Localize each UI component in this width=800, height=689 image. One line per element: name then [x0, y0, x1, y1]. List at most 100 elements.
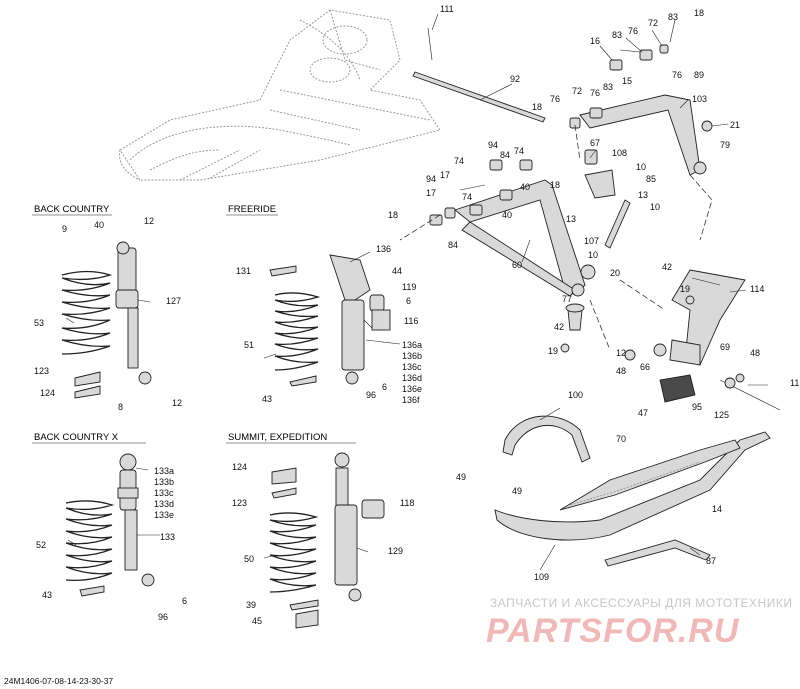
- callouts: 111 92 16 83 76 72 83 18 76 89 15 83 76 …: [34, 4, 799, 626]
- section-back-country-x: BACK COUNTRY X: [32, 432, 146, 444]
- callout: 6: [406, 296, 411, 306]
- callout: 127: [166, 296, 181, 306]
- callout: 67: [590, 138, 600, 148]
- callout: 18: [532, 102, 542, 112]
- callout: 74: [462, 192, 472, 202]
- callout: 92: [510, 74, 520, 84]
- spindle-114: [669, 269, 746, 366]
- callout: 76: [590, 88, 600, 98]
- callout: 16: [590, 36, 600, 46]
- callout: 136b: [402, 351, 422, 361]
- section-back-country: BACK COUNTRY: [32, 204, 112, 216]
- callout: 114: [750, 284, 764, 294]
- spring-50: [269, 512, 319, 593]
- callout: 74: [514, 146, 524, 156]
- callout: 40: [94, 220, 104, 230]
- callout: 13: [638, 190, 648, 200]
- watermark-brand: PARTSFOR.RU: [486, 612, 740, 650]
- callout: 11: [790, 378, 799, 388]
- callout: 10: [636, 162, 646, 172]
- callout: 69: [720, 342, 730, 352]
- callout: 53: [34, 318, 44, 328]
- callout: 125: [714, 410, 729, 420]
- callout: 13: [566, 214, 576, 224]
- callout: 136: [376, 244, 391, 254]
- callout: 52: [36, 540, 46, 550]
- ski-stopper-47: [659, 374, 696, 403]
- callout: 72: [572, 86, 582, 96]
- callout: 129: [388, 546, 403, 556]
- strap-39: [289, 599, 319, 611]
- callout: 96: [158, 612, 168, 622]
- callout: 15: [622, 76, 632, 86]
- callout: 10: [650, 202, 660, 212]
- callout: 83: [603, 82, 613, 92]
- callout: 133b: [154, 477, 174, 487]
- callout: 107: [584, 236, 599, 246]
- callout: 43: [42, 590, 52, 600]
- connection-lines: [399, 124, 713, 351]
- callout: 83: [612, 30, 622, 40]
- ski-109: [494, 431, 771, 541]
- callout: 43: [262, 394, 272, 404]
- callout: 87: [706, 556, 716, 566]
- ball-joint-77: [565, 303, 585, 331]
- ghost-frame-illustration: [119, 9, 441, 181]
- callout: 18: [550, 180, 560, 190]
- callout: 100: [568, 390, 583, 400]
- callout: 136c: [402, 362, 422, 372]
- callout: 124: [232, 462, 247, 472]
- callout: 19: [548, 346, 558, 356]
- callout: 40: [502, 210, 512, 220]
- callout: 133: [160, 532, 175, 542]
- callout: 40: [520, 182, 530, 192]
- strap-43a: [289, 375, 317, 387]
- callout: 108: [612, 148, 627, 158]
- callout: 76: [550, 94, 560, 104]
- callout: 133a: [154, 466, 174, 476]
- callout: 49: [456, 472, 466, 482]
- tie-rod-92: [412, 71, 546, 123]
- callout: 94: [488, 140, 498, 150]
- callout: 8: [118, 402, 123, 412]
- watermark: ЗАПЧАСТИ И АКСЕССУАРЫ ДЛЯ МОТОТЕХНИКИ PA…: [486, 596, 792, 650]
- callout: 49: [512, 486, 522, 496]
- strap-131: [269, 265, 297, 277]
- callout: 60: [512, 260, 522, 270]
- callout: 103: [692, 94, 707, 104]
- callout: 94: [426, 174, 436, 184]
- shock-133: [117, 453, 155, 587]
- callout: 14: [712, 504, 722, 514]
- callout: 19: [680, 284, 690, 294]
- callout: 72: [648, 18, 658, 28]
- callout: 6: [182, 596, 187, 606]
- strap-43b: [79, 585, 105, 597]
- callout: 133c: [154, 488, 174, 498]
- callout: 18: [388, 210, 398, 220]
- callout: 47: [638, 408, 648, 418]
- document-id: 24M1406-07-08-14-23-30-37: [4, 676, 113, 686]
- callout: 17: [440, 170, 450, 180]
- callout: 21: [730, 120, 740, 130]
- callout: 123: [34, 366, 49, 376]
- leader-lines: [65, 13, 768, 571]
- callout: 70: [616, 434, 626, 444]
- callout: 118: [400, 498, 414, 508]
- section-freeride: FREERIDE: [226, 204, 278, 216]
- callout: 136e: [402, 384, 422, 394]
- callout: 136a: [402, 340, 422, 350]
- callout: 74: [454, 156, 464, 166]
- callout: 83: [668, 12, 678, 22]
- spring-51: [274, 292, 321, 371]
- section-title-back-country: BACK COUNTRY: [34, 204, 110, 215]
- callout: 79: [720, 140, 730, 150]
- callout: 42: [554, 322, 564, 332]
- callout: 136f: [402, 395, 420, 405]
- callout: 96: [366, 390, 376, 400]
- bracket-108: [584, 149, 616, 199]
- washers: [560, 120, 745, 389]
- callout: 12: [144, 216, 154, 226]
- callout: 44: [392, 266, 402, 276]
- lower-a-arm: [454, 179, 586, 297]
- callout: 76: [672, 70, 682, 80]
